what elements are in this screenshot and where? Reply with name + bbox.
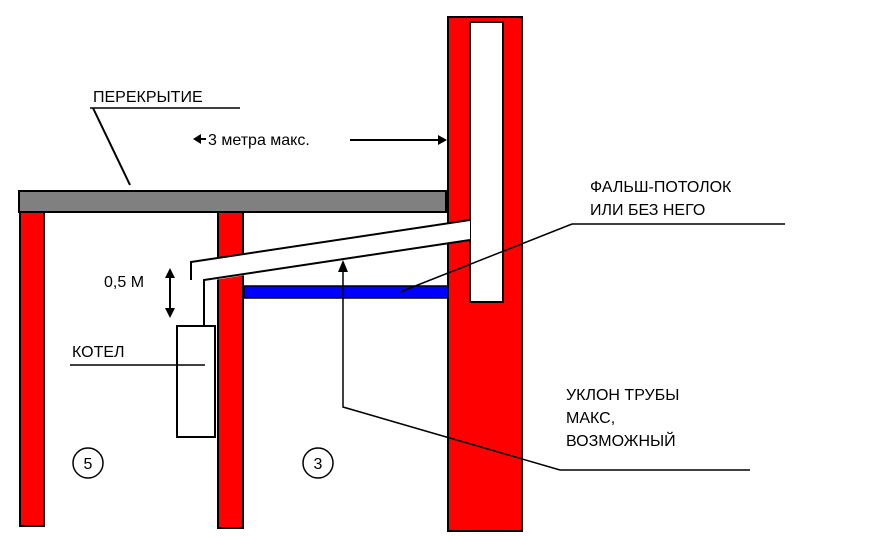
boiler-label: КОТЕЛ	[72, 344, 125, 361]
false-ceiling-label-line2: ИЛИ БЕЗ НЕГО	[590, 202, 705, 219]
left-wall	[19, 211, 45, 527]
floor-slab	[18, 190, 447, 213]
room-marker-3-label: 3	[314, 456, 323, 473]
false-ceiling-label-leader	[399, 223, 573, 293]
room-marker-3	[302, 447, 334, 479]
distance-label: 3 метра макс.	[208, 132, 310, 149]
slope-arrow-head	[338, 260, 348, 272]
flue-pipe-upper-edge	[190, 219, 471, 280]
chimney-flue	[469, 21, 504, 303]
slab-label: ПЕРЕКРЫТИЕ	[93, 89, 203, 106]
boiler	[176, 325, 216, 438]
room-marker-5-label: 5	[84, 456, 93, 473]
false-ceiling	[243, 285, 449, 299]
flue-pipe-lower-edge	[203, 239, 471, 326]
slope-label-line3: ВОЗМОЖНЫЙ	[566, 431, 676, 450]
slope-label-line1: УКЛОН ТРУБЫ	[566, 387, 679, 404]
height-label: 0,5 М	[104, 274, 144, 291]
flue-pipe	[191, 220, 470, 326]
room-marker-5	[72, 447, 104, 479]
false-ceiling-label-line1: ФАЛЬШ-ПОТОЛОК	[590, 179, 732, 196]
distance-arrow-left-head	[193, 134, 201, 144]
height-arrow-bottom-head	[165, 308, 175, 318]
slope-label-line2: МАКС,	[566, 410, 615, 427]
slope-leader	[342, 270, 561, 471]
slab-label-leader	[92, 107, 131, 186]
height-arrow-top-head	[165, 268, 175, 278]
distance-arrow-right-head	[438, 135, 447, 145]
